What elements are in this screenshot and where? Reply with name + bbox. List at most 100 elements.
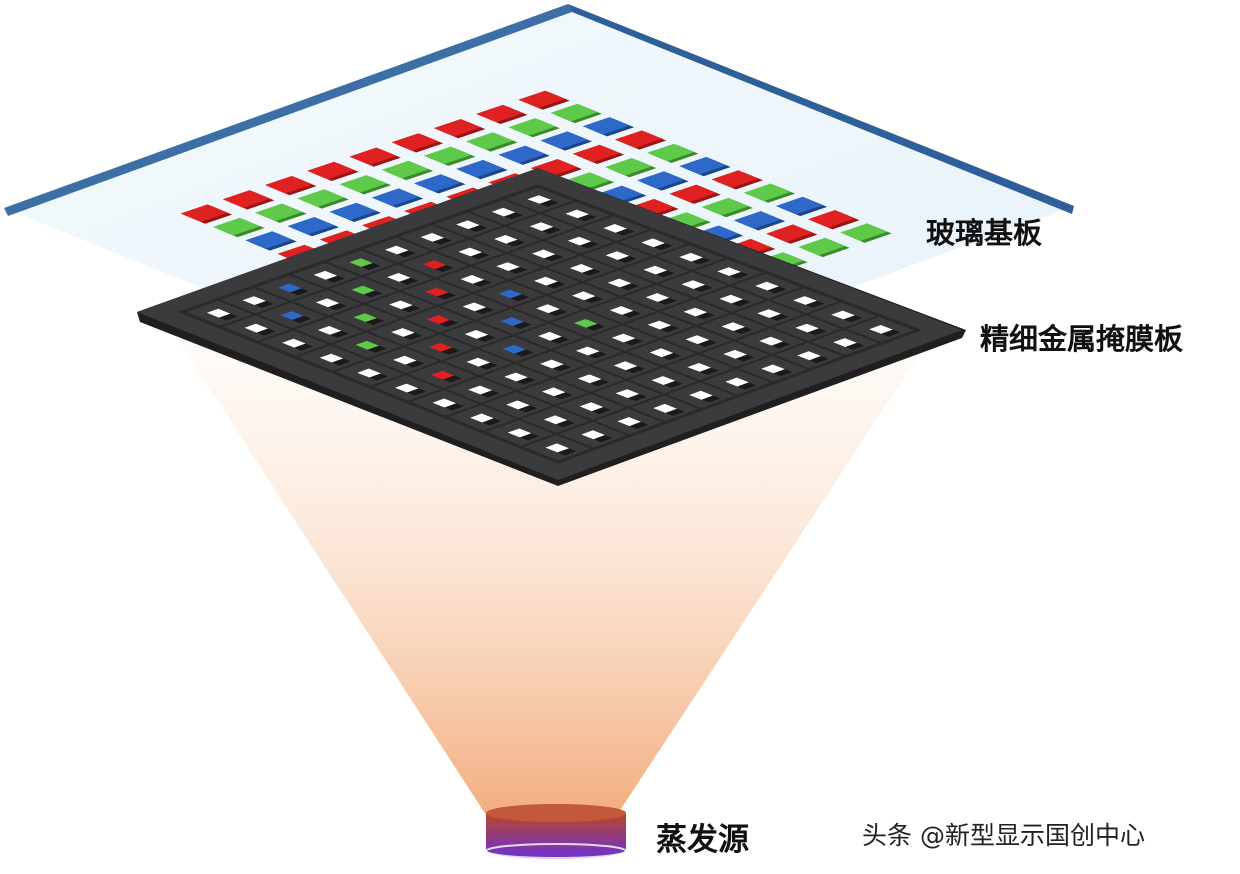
subpixel-blue [679,156,727,175]
mask-opening [536,304,560,314]
subpixel-green [339,175,387,193]
mask-opening [611,333,636,343]
mask-opening-blue [278,283,302,293]
mask-opening [385,245,409,255]
mask-groove [520,314,881,448]
mask-opening-red [424,287,449,297]
subpixel-green [604,158,653,176]
mask-opening [581,430,605,440]
mask-opening-blue [280,311,304,320]
evaporation-source-body [486,814,626,859]
subpixel-blue [371,188,419,206]
mask-opening [609,306,634,315]
subpixel-green [255,203,303,222]
subpixel-red [349,147,397,165]
evaporation-source-base-rim [485,843,627,859]
mask-opening [529,222,554,231]
mask-opening [567,236,592,246]
subpixel-green [297,189,345,207]
mask-opening [468,385,492,395]
subpixel-green [423,146,472,165]
subpixel-blue [287,217,335,235]
mask-opening [464,330,489,339]
mask-opening [689,390,713,400]
mask-opening [603,224,627,233]
subpixel-red [614,130,663,148]
mask-openings [206,195,901,456]
mask-opening [687,363,712,372]
mask-opening-blue [500,317,524,326]
subpixel-red [180,204,228,222]
fine-metal-mask-surface [137,168,962,480]
mask-opening [721,322,746,331]
mask-opening [831,310,855,320]
mask-opening-green [353,313,377,322]
subpixel-blue [637,171,685,189]
mask-opening [315,298,340,308]
mask-opening [683,307,708,317]
vapor-cone [170,328,930,818]
mask-opening [615,389,640,399]
subpixel-green [647,143,695,162]
mask-opening [605,251,630,260]
glass-substrate-label: 玻璃基板 [926,216,1043,250]
mask-opening [755,281,779,291]
mask-opening-red [430,370,455,380]
mask-opening [643,265,668,275]
mask-groove [430,222,811,371]
subpixel-green [550,103,598,122]
mask-opening [649,348,674,358]
subpixel-blue [540,131,588,149]
subpixel-red [391,133,439,151]
mask-opening [681,280,706,289]
mask-opening [793,296,817,305]
subpixel-red [433,119,482,137]
mask-opening [389,300,413,310]
mask-opening [420,233,445,242]
mask-opening-red [422,260,447,270]
mask-opening [757,309,781,318]
mask-opening [313,270,338,280]
evaporation-source [485,804,627,859]
mask-groove [395,235,775,384]
mask-opening [761,364,785,374]
subpixel-blue [413,174,462,192]
subpixel-red [476,104,524,123]
subpixel-green [381,160,429,179]
mask-opening [206,308,231,318]
subpixel-red [264,175,313,194]
mask-opening [393,355,417,365]
subpixel-blue [582,117,630,135]
subpixel-red [711,170,759,188]
subpixel-green [798,237,846,256]
mask-opening [569,264,594,273]
mask-opening [538,331,562,341]
subpixel-blue [498,145,546,164]
mask-groove [407,271,767,403]
mask-opening [577,374,602,384]
mask-groove [444,285,805,418]
subpixel-green [840,223,888,241]
subpixel-green [701,197,749,216]
mask-opening [797,351,821,361]
mask-opening [719,294,743,304]
mask-opening-red [426,315,451,325]
mask-opening [532,249,556,259]
mask-opening [565,209,589,219]
glass-substrate-edge-right [568,4,1074,214]
mask-opening [387,273,411,282]
subpixel-blue [733,211,781,229]
subpixel-red [766,224,814,243]
fine-metal-mask [137,168,966,486]
mask-opening [545,443,569,453]
mask-opening [242,296,266,305]
mask-opening [651,376,676,385]
mask-opening [494,235,518,244]
evaporation-source-label: 蒸发源 [656,822,749,858]
mask-opening [795,323,819,333]
fine-metal-mask-label: 精细金属掩膜板 [980,322,1184,356]
mask-opening [613,361,638,371]
mask-opening [576,346,600,356]
mask-opening [833,338,857,347]
mask-opening [653,403,677,413]
